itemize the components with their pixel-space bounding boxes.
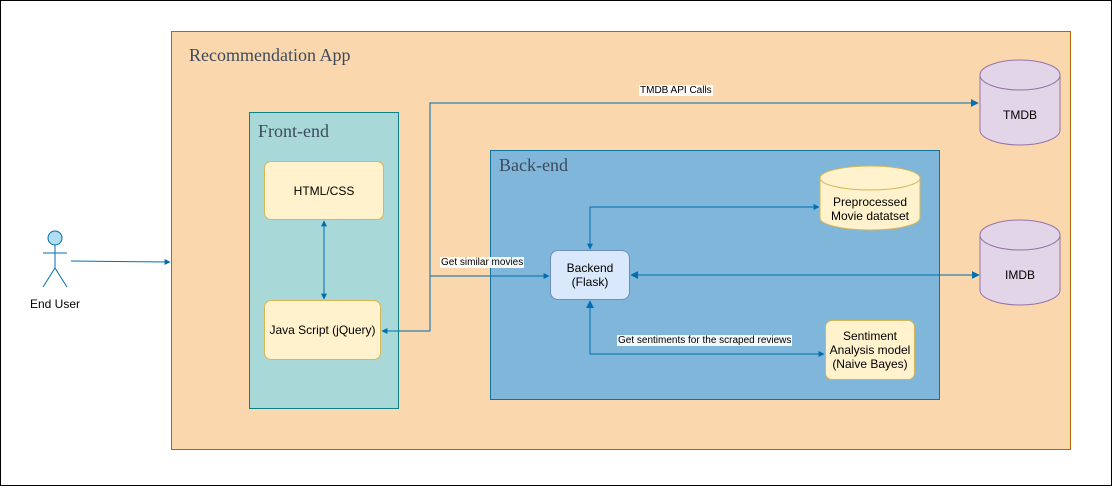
javascript-node[interactable]: Java Script (jQuery)	[264, 300, 381, 360]
end-user-label: End User	[29, 297, 81, 311]
tmdb-label: TMDB	[1003, 108, 1037, 122]
edge-js-split	[381, 99, 979, 334]
preprocessed-label-line2: Movie datatset	[830, 209, 910, 223]
imdb-label: IMDB	[1005, 268, 1035, 282]
preprocessed-dataset-label: Preprocessed Movie datatset	[820, 195, 920, 223]
preprocessed-label-line1: Preprocessed	[832, 195, 908, 209]
sentiment-label-line3: (Naive Bayes)	[832, 357, 908, 371]
edge-backend-preprocessed	[587, 204, 820, 250]
html-css-label: HTML/CSS	[293, 183, 355, 198]
sentiment-label-line2: Analysis model	[829, 343, 911, 357]
frontend-title: Front-end	[258, 121, 329, 141]
app-title: Recommendation App	[189, 45, 351, 65]
edge-label-tmdb-calls: TMDB API Calls	[639, 85, 713, 96]
edge-user-to-app	[70, 258, 171, 265]
edge-label-sentiments: Get sentiments for the scraped reviews	[617, 335, 793, 346]
imdb-database-cylinder[interactable]	[979, 219, 1061, 306]
end-user-actor-icon[interactable]	[42, 230, 68, 288]
edge-label-similar-movies: Get similar movies	[440, 257, 525, 268]
tmdb-database-cylinder[interactable]	[979, 59, 1061, 146]
javascript-label: Java Script (jQuery)	[269, 323, 376, 337]
edge-backend-sentiment	[586, 300, 825, 357]
